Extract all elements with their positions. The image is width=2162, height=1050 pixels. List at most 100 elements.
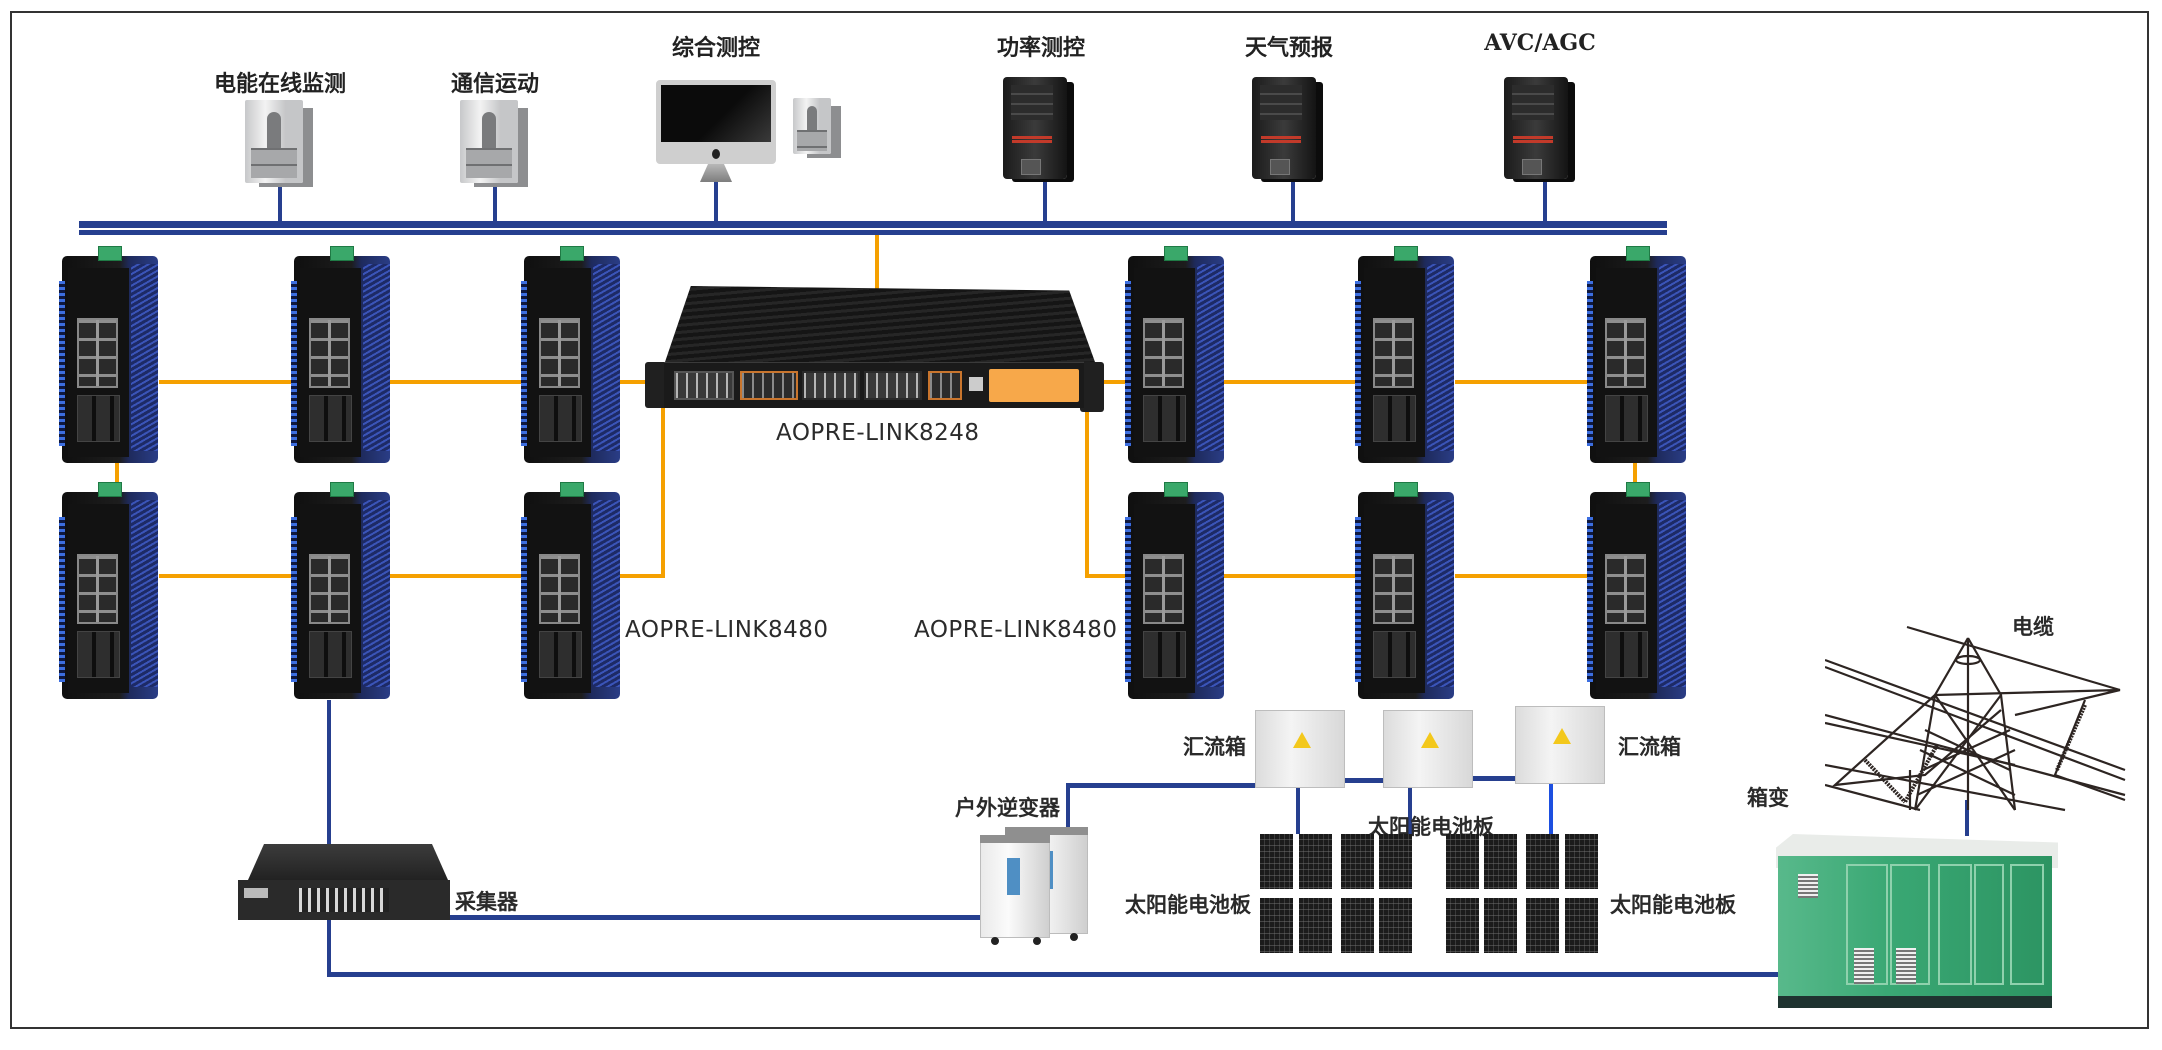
din-rail-switch-icon	[291, 246, 390, 463]
ring-link	[620, 574, 665, 578]
device-label: 天气预报	[1244, 35, 1334, 61]
substation-base	[1778, 996, 2052, 1008]
stem-line	[1291, 179, 1295, 223]
combiner-link-line	[1473, 776, 1517, 781]
collector-to-substation-line	[327, 972, 1782, 977]
ring-link-vertical	[661, 398, 665, 578]
inverter-label: 户外逆变器	[955, 796, 1060, 820]
solar-panel-icon	[1565, 898, 1598, 953]
din-rail-switch-icon	[521, 246, 620, 463]
combiner-link-line	[1345, 778, 1385, 783]
din-rail-switch-icon	[1355, 246, 1454, 463]
collector-uplink-line	[327, 700, 331, 845]
solar-panel-icon	[1379, 834, 1412, 889]
din-rail-switch-icon	[521, 482, 620, 699]
ring-link	[620, 380, 650, 384]
solar-panel-icon	[1526, 834, 1559, 889]
inverter-cabinet-icon	[980, 835, 1050, 945]
server-tower-icon	[460, 100, 518, 183]
device-label: 通信运动	[450, 71, 540, 97]
uplink-core-to-bus	[875, 235, 879, 295]
black-server-tower-icon	[1504, 77, 1568, 179]
solar-panel-icon	[1446, 898, 1479, 953]
server-tower-icon	[245, 100, 303, 183]
diagram-frame	[10, 11, 2149, 1029]
combiner-drop-line	[1549, 782, 1553, 834]
din-rail-switch-icon	[1587, 246, 1686, 463]
ring-link	[1455, 574, 1590, 578]
solar-label-right: 太阳能电池板	[1610, 893, 1736, 917]
stem-line	[1043, 179, 1047, 223]
rack-switch-icon	[664, 362, 1084, 408]
din-rail-switch-icon	[291, 482, 390, 699]
collector-switch-icon	[238, 880, 450, 920]
ring-link	[1455, 380, 1590, 384]
solar-label-left: 太阳能电池板	[1125, 893, 1251, 917]
solar-panel-icon	[1446, 834, 1479, 889]
combiner-drop-line	[1296, 786, 1300, 834]
rack-ear-left	[645, 362, 667, 408]
black-server-tower-icon	[1252, 77, 1316, 179]
collector-downlink-line	[327, 920, 331, 975]
solar-panel-icon	[1260, 834, 1293, 889]
din-rail-switch-icon	[1125, 246, 1224, 463]
ring-switch-model-label-left: AOPRE-LINK8480	[625, 617, 829, 643]
ring-link	[1085, 574, 1128, 578]
device-label: 综合测控	[671, 35, 761, 61]
tower-drop-line	[1965, 800, 1969, 836]
inverter-riser-line	[1066, 783, 1070, 831]
combiner-box-icon	[1515, 706, 1605, 784]
device-label: AVC/AGC	[1484, 30, 1596, 56]
din-rail-switch-icon	[1587, 482, 1686, 699]
server-tower-icon	[793, 98, 831, 154]
solar-panel-icon	[1299, 834, 1332, 889]
ring-switch-model-label-right: AOPRE-LINK8480	[914, 617, 1118, 643]
box-transformer-label: 箱变	[1747, 786, 1789, 810]
solar-panel-icon	[1484, 834, 1517, 889]
combiner-box-icon	[1255, 710, 1345, 788]
solar-panel-icon	[1260, 898, 1293, 953]
transmission-tower-icon	[1825, 625, 2126, 812]
stem-line	[493, 183, 497, 223]
ring-link	[390, 380, 524, 384]
ring-link	[390, 574, 524, 578]
collector-to-inverter-line	[450, 915, 985, 920]
solar-panel-icon	[1526, 898, 1559, 953]
core-switch-model-label: AOPRE-LINK8248	[776, 420, 980, 446]
black-server-tower-icon	[1003, 77, 1067, 179]
ring-link-vertical	[1633, 463, 1637, 485]
din-rail-switch-icon	[1125, 482, 1224, 699]
ring-link	[1100, 380, 1128, 384]
rack-ear-right	[1080, 362, 1104, 412]
combiner-drop-line	[1408, 786, 1412, 834]
stem-line	[278, 183, 282, 223]
stem-line	[1543, 179, 1547, 223]
combiner-box-icon	[1383, 710, 1473, 788]
ring-link	[1224, 574, 1358, 578]
backbone-bus-line-upper	[79, 221, 1667, 228]
collector-switch-top	[248, 844, 448, 880]
din-rail-switch-icon	[1355, 482, 1454, 699]
imac-stand	[700, 164, 732, 182]
cable-label: 电缆	[2012, 615, 2054, 639]
ring-link-vertical	[115, 463, 119, 485]
din-rail-switch-icon	[59, 246, 158, 463]
din-rail-switch-icon	[59, 482, 158, 699]
collector-label: 采集器	[455, 890, 518, 914]
rack-switch-top	[665, 286, 1095, 362]
device-label: 功率测控	[996, 35, 1086, 61]
apple-logo-icon	[712, 149, 720, 159]
backbone-bus-line-lower	[79, 230, 1667, 235]
combiner-label-right: 汇流箱	[1618, 735, 1681, 759]
imac-workstation-icon	[656, 80, 776, 164]
solar-panel-icon	[1299, 898, 1332, 953]
box-transformer-icon	[1778, 856, 2052, 996]
device-label: 电能在线监测	[213, 71, 347, 97]
combiner-label-left: 汇流箱	[1183, 735, 1246, 759]
solar-panel-icon	[1341, 834, 1374, 889]
solar-panel-icon	[1484, 898, 1517, 953]
solar-panel-icon	[1565, 834, 1598, 889]
stem-line	[714, 181, 718, 223]
inverter-to-combiner-line	[1066, 783, 1258, 788]
ring-link	[1224, 380, 1358, 384]
